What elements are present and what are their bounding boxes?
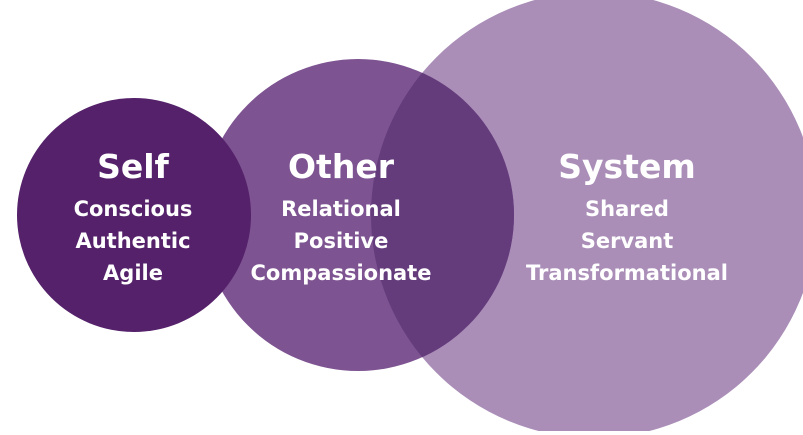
self-item-conscious: Conscious bbox=[73, 197, 193, 221]
system-item-servant: Servant bbox=[580, 229, 674, 253]
system-item-shared: Shared bbox=[585, 197, 669, 221]
system-circle bbox=[371, 0, 803, 435]
system-item-transformational: Transformational bbox=[526, 261, 728, 285]
self-item-agile: Agile bbox=[103, 261, 163, 285]
other-label: Other Relational Positive Compassionate bbox=[191, 147, 491, 289]
other-item-compassionate: Compassionate bbox=[250, 261, 432, 285]
self-items: Conscious Authentic Agile bbox=[0, 193, 283, 289]
other-item-relational: Relational bbox=[281, 197, 401, 221]
system-label: System Shared Servant Transformational bbox=[477, 147, 777, 289]
other-title: Other bbox=[288, 147, 394, 186]
self-circle bbox=[17, 98, 251, 332]
other-items: Relational Positive Compassionate bbox=[191, 193, 491, 289]
self-item-authentic: Authentic bbox=[75, 229, 191, 253]
system-items: Shared Servant Transformational bbox=[477, 193, 777, 289]
system-title: System bbox=[558, 147, 696, 186]
self-label: Self Conscious Authentic Agile bbox=[0, 147, 283, 289]
self-title: Self bbox=[97, 147, 169, 186]
other-item-positive: Positive bbox=[293, 229, 389, 253]
